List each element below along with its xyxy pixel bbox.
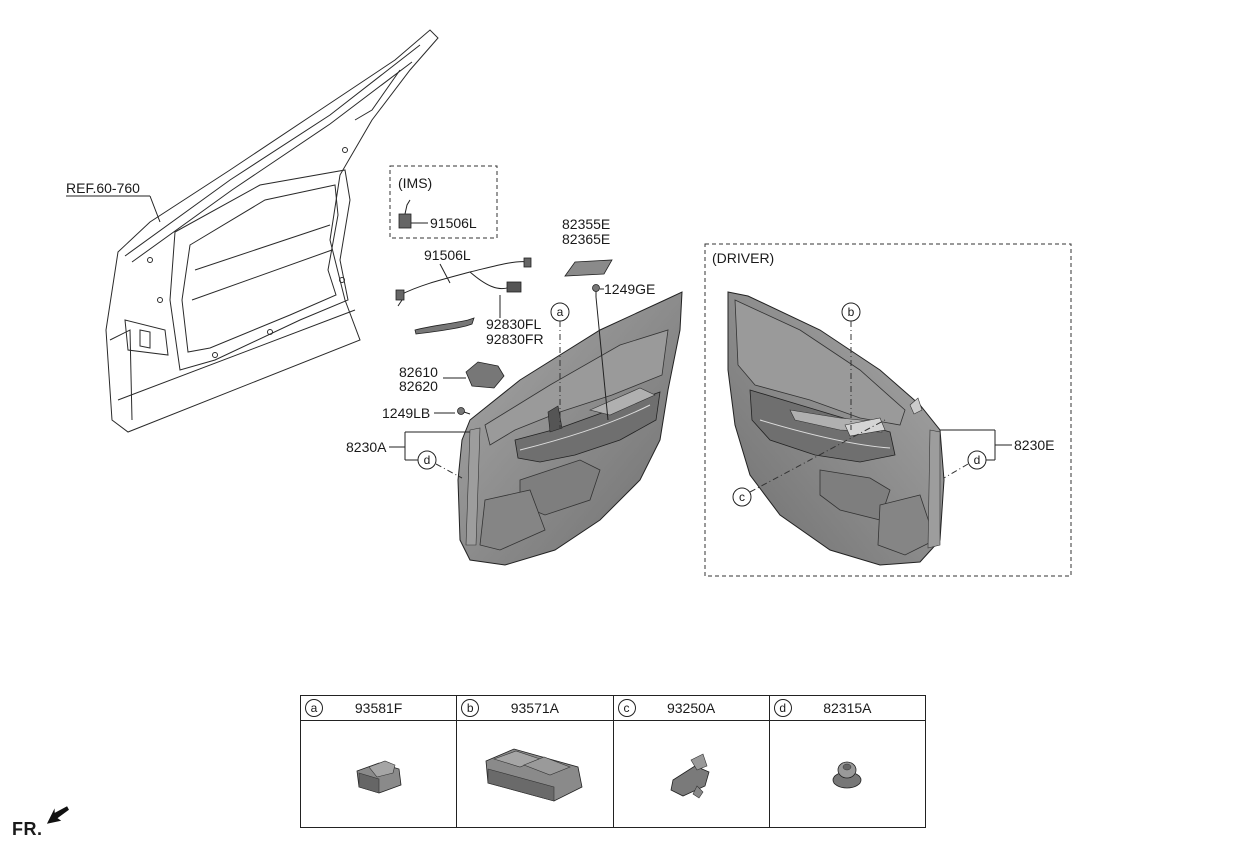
callout-d-right-leader	[943, 463, 969, 479]
parts-cell-a: a 93581F	[301, 696, 458, 827]
callout-a-letter: a	[557, 305, 564, 319]
courtesy-switch-icon	[670, 753, 710, 799]
harness-label: 91506L	[424, 247, 471, 263]
door-frame-outline	[105, 29, 439, 433]
parts-cell-letter: c	[617, 699, 636, 717]
parts-cell-b: b 93571A	[457, 696, 614, 827]
ims-label: (IMS)	[398, 175, 432, 191]
front-label: FR.	[12, 819, 43, 839]
window-switch-single-icon	[356, 760, 402, 794]
callout-d-left-leader	[435, 463, 463, 479]
callout-d-right-letter: d	[974, 453, 981, 467]
inside-handle-icon	[414, 317, 475, 335]
driver-box	[704, 243, 1072, 577]
bracket-icon	[465, 361, 505, 389]
parts-cell-number: 93571A	[510, 700, 560, 716]
ref-label: REF.60-760	[66, 180, 140, 196]
driver-label: (DRIVER)	[712, 250, 774, 266]
callout-d-left-letter: d	[424, 453, 431, 467]
door-trim-panel-right	[727, 291, 945, 566]
bracket-1-label: 82610	[399, 364, 438, 380]
front-arrow-icon	[46, 806, 69, 824]
screw-lb-label: 1249LB	[382, 405, 430, 421]
parts-cell-number: 93581F	[354, 700, 403, 716]
screw-ge-label: 1249GE	[604, 281, 655, 297]
panel-right-label: 8230E	[1014, 437, 1054, 453]
panel-left-label: 8230A	[346, 439, 387, 455]
panel-left-bracket	[404, 431, 470, 461]
ims-part-label: 91506L	[430, 215, 477, 231]
parts-cell-number: 82315A	[823, 700, 872, 716]
door-trim-panel-left	[457, 291, 683, 566]
handle-r-label: 92830FR	[486, 331, 544, 347]
wiring-harness-icon	[395, 257, 532, 307]
ims-box	[389, 165, 498, 239]
callout-c	[732, 487, 752, 507]
garnish-2-label: 82365E	[562, 231, 610, 247]
window-switch-master-icon	[485, 748, 583, 802]
parts-cell-c: c 93250A	[613, 696, 770, 827]
handle-l-label: 92830FL	[486, 316, 541, 332]
callout-d-left	[417, 450, 437, 470]
ref-leader	[149, 195, 161, 223]
parts-cell-letter: a	[305, 699, 323, 717]
callout-c-letter: c	[739, 490, 745, 504]
parts-cell-d: d 82315A	[769, 696, 925, 827]
parts-table: a 93581F b 93571A c 93250A	[300, 695, 926, 828]
panel-right-bracket	[940, 429, 996, 461]
bracket-2-label: 82620	[399, 378, 438, 394]
parts-cell-letter: b	[461, 699, 480, 717]
parts-cell-number: 93250A	[666, 700, 716, 716]
garnish-icon	[564, 259, 613, 277]
parts-cell-letter: d	[773, 699, 792, 717]
screw-lb-icon	[457, 407, 471, 415]
harness-leader	[439, 263, 451, 284]
screw-ge-icon	[592, 284, 600, 297]
garnish-1-label: 82355E	[562, 216, 610, 232]
callout-b-letter: b	[848, 305, 855, 319]
callout-d-right	[967, 450, 987, 470]
panel-clip-icon	[832, 761, 862, 789]
screw-ge-drop	[595, 296, 609, 421]
ims-connector-icon	[398, 199, 412, 229]
